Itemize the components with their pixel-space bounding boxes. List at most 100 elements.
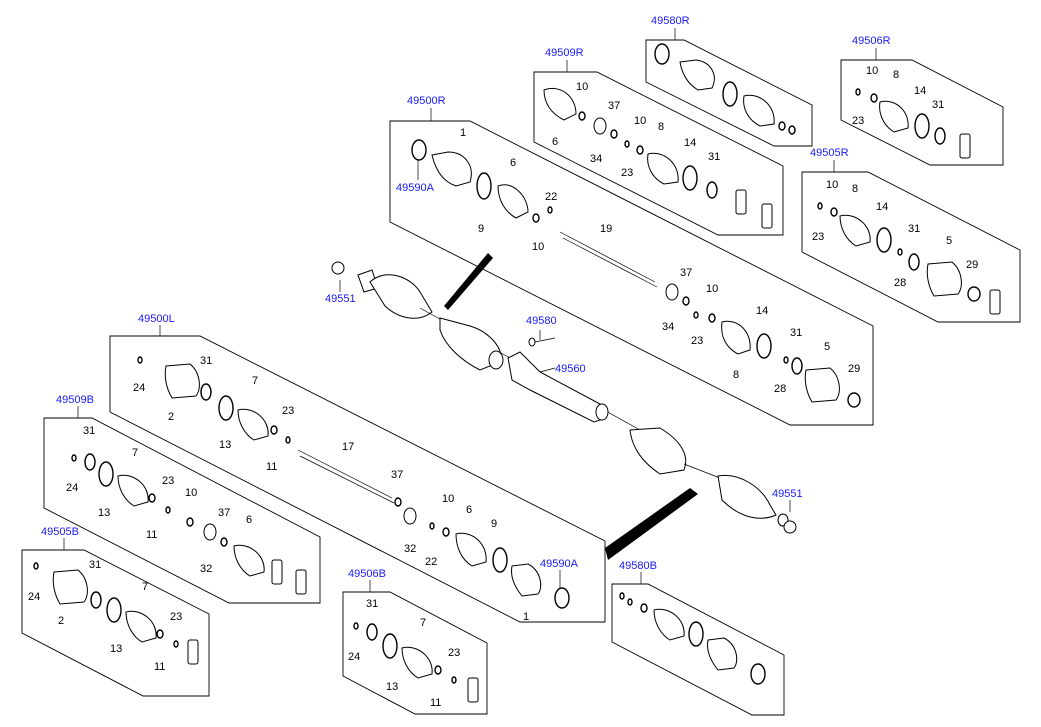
num-10-r2: 10 <box>706 283 718 295</box>
num-28-5r: 28 <box>894 277 906 289</box>
clamp-ring-13-5b <box>106 597 122 623</box>
num-6-9r: 6 <box>552 136 558 148</box>
ring-22-l <box>429 522 435 530</box>
num-14-r: 14 <box>756 305 768 317</box>
clamp-ring-b <box>688 621 704 647</box>
num-2-l: 2 <box>168 411 174 423</box>
num-7-5b: 7 <box>142 581 148 593</box>
ring-23-6b <box>451 676 457 684</box>
ring-23-r <box>624 140 630 148</box>
boot-6-9b <box>233 544 265 577</box>
ring-b-a <box>619 592 625 600</box>
shaft-17-edge <box>299 455 395 504</box>
ring-23-6r <box>855 88 861 96</box>
num-5-r: 5 <box>824 341 830 353</box>
ref-49509B: 49509B <box>56 394 94 406</box>
circlip-31-5r <box>908 253 920 271</box>
group-49580R-parts <box>654 43 796 135</box>
boot-top <box>743 94 775 127</box>
group-49509R-parts <box>543 88 773 229</box>
num-10-l: 10 <box>442 493 454 505</box>
num-32-l: 32 <box>404 543 416 555</box>
ring-37-r <box>610 129 618 139</box>
seal-29-5r <box>967 286 981 302</box>
num-24-9b: 24 <box>66 482 78 494</box>
grease-tube-a <box>735 189 747 215</box>
num-23-6r: 23 <box>852 115 864 127</box>
group-49506B-parts <box>353 622 479 703</box>
ring-top-a <box>654 43 670 65</box>
inner-joint-5 <box>804 367 840 403</box>
clamp-10-5r <box>830 207 838 217</box>
num-31-l: 31 <box>200 355 212 367</box>
num-34-r: 34 <box>662 321 674 333</box>
num-1-r: 1 <box>460 127 466 139</box>
clamp-10-r <box>578 111 586 121</box>
group-49506R-parts <box>855 88 971 159</box>
clamp-11-l <box>270 425 278 435</box>
num-23-l: 23 <box>282 405 294 417</box>
num-10-9b: 10 <box>185 487 197 499</box>
boot-8-6r <box>879 100 909 133</box>
circlip-31-6r <box>934 127 946 145</box>
outer-joint-right <box>369 274 433 319</box>
bolt-49580 <box>534 337 556 343</box>
num-23-9r: 23 <box>621 167 633 179</box>
num-24-5b: 24 <box>28 591 40 603</box>
inner-joint-right <box>439 317 502 371</box>
ref-49590A-top: 49590A <box>396 182 435 194</box>
circlip-31-9b <box>84 453 96 471</box>
boot-8-r <box>647 152 679 185</box>
num-37-9r: 37 <box>608 100 620 112</box>
ref-49505B: 49505B <box>41 526 79 538</box>
circlip-31-l <box>200 383 212 401</box>
num-10-6r: 10 <box>866 65 878 77</box>
grease-tube-5r <box>989 289 1001 315</box>
main-shaft-assembly <box>331 261 797 534</box>
circlip-31-5b <box>90 591 102 609</box>
boot-7-6b <box>401 646 433 679</box>
outer-cv-joint-1 <box>431 151 472 187</box>
num-24-6b: 24 <box>348 651 360 663</box>
damper-34 <box>665 283 679 301</box>
grease-tube-5b <box>187 639 199 665</box>
num-8-9r: 8 <box>658 121 664 133</box>
num-31-9b: 31 <box>83 425 95 437</box>
damper-32-9b <box>203 523 217 541</box>
boot-6 <box>497 184 529 219</box>
num-7-9b: 7 <box>132 447 138 459</box>
ring-28-5r <box>897 248 903 256</box>
num-31-9r: 31 <box>708 151 720 163</box>
num-8-5r: 8 <box>852 183 858 195</box>
hex-nut-bottom-icon <box>783 520 797 534</box>
num-8-r: 8 <box>733 369 739 381</box>
clamp-ring-top <box>722 81 738 107</box>
num-34-9r: 34 <box>590 153 602 165</box>
num-11-5b: 11 <box>154 661 165 673</box>
bolt-head-icon <box>528 337 536 347</box>
num-32-9b: 32 <box>200 563 212 575</box>
group-49505R-parts <box>817 202 1001 315</box>
num-23-r: 23 <box>691 335 703 347</box>
num-9-r: 9 <box>478 223 484 235</box>
num-14-5r: 14 <box>876 201 888 213</box>
num-8-6r: 8 <box>893 69 899 81</box>
pointer-wedge-bottom <box>605 488 698 560</box>
num-10-9r: 10 <box>576 81 588 93</box>
boot-8 <box>721 320 751 355</box>
snap-ring-22 <box>547 206 553 214</box>
hex-nut-top-icon <box>331 261 345 275</box>
num-6-r: 6 <box>510 157 516 169</box>
ring-b-b <box>627 598 633 606</box>
group-49509R-outline <box>533 71 784 236</box>
inner-joint-5-5r <box>926 261 962 297</box>
grease-tube-6r <box>959 133 971 159</box>
shaft-19-edge <box>562 237 658 288</box>
clamp-top-a <box>778 121 786 131</box>
boot-6-l <box>455 532 487 567</box>
ref-49509R: 49509R <box>545 47 584 59</box>
clamp-ring-14-5r <box>876 227 892 253</box>
group-49580R-outline <box>645 39 813 147</box>
boot-7-9b <box>117 474 149 507</box>
num-2-5b: 2 <box>58 615 64 627</box>
